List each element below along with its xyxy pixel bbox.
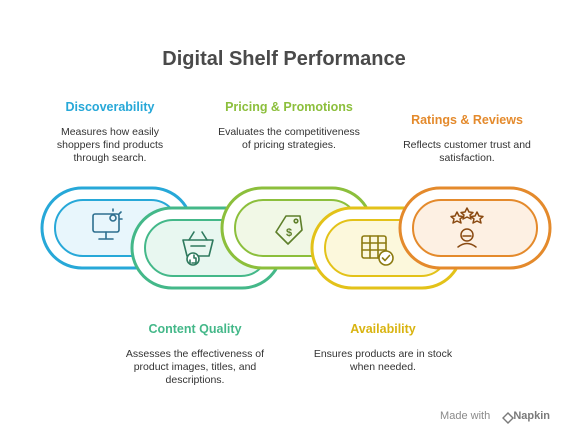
ratings-block: Ratings & Reviews Reflects customer trus… (395, 113, 539, 165)
availability-heading: Availability (350, 322, 416, 336)
pricing-heading: Pricing & Promotions (225, 100, 353, 114)
discoverability-description: Measures how easily shoppers find produc… (56, 126, 164, 165)
price-tag-icon: $ (275, 215, 303, 245)
footer-prefix: Made with (440, 410, 491, 422)
stock-check-icon (361, 235, 394, 266)
availability-description: Ensures products are in stock when neede… (313, 348, 453, 374)
pricing-description: Evaluates the competitiveness of pricing… (218, 126, 360, 152)
ratings-heading: Ratings & Reviews (411, 113, 523, 127)
content-quality-description: Assesses the effectiveness of product im… (125, 348, 265, 387)
availability-block: Availability Ensures products are in sto… (308, 322, 458, 374)
discoverability-block: Discoverability Measures how easily shop… (40, 100, 180, 165)
pricing-block: Pricing & Promotions Evaluates the compe… (215, 100, 363, 152)
content-quality-block: Content Quality Assesses the effectivene… (120, 322, 270, 387)
svg-text:$: $ (286, 227, 292, 239)
napkin-logo-icon (502, 412, 514, 424)
ratings-description: Reflects customer trust and satisfaction… (403, 139, 531, 165)
monitor-click-icon (92, 208, 123, 240)
footer-brand: Napkin (513, 410, 550, 422)
made-with-napkin: Made with Napkin (440, 410, 550, 422)
diagram-title: Digital Shelf Performance (162, 48, 406, 70)
basket-thumbs-up-icon (182, 231, 214, 266)
content-quality-heading: Content Quality (148, 322, 242, 336)
discoverability-heading: Discoverability (65, 100, 155, 114)
rating-stars-icon (450, 207, 484, 248)
chain-link-ratings (398, 186, 552, 270)
